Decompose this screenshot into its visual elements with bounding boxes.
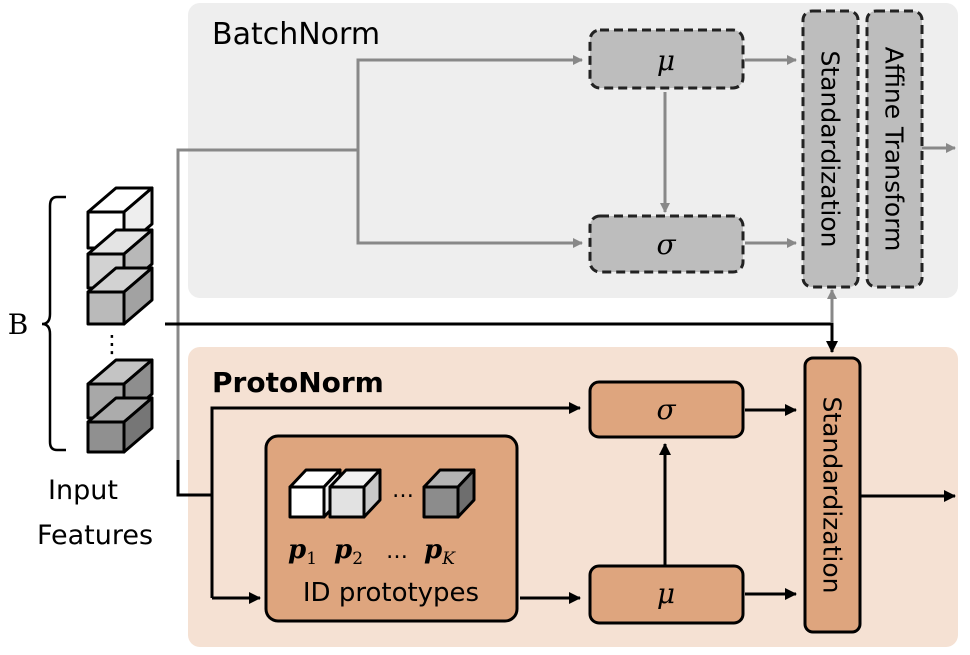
prototype-label-p2: p2 (334, 535, 363, 569)
protonorm-standardization-box (803, 356, 862, 634)
batchnorm-mu-symbol: μ (657, 44, 675, 77)
protonorm-sigma-symbol: σ (656, 393, 676, 426)
batchnorm-mu-box (588, 28, 745, 90)
batch-brace (41, 195, 66, 452)
protonorm-mu-box (588, 564, 745, 625)
batchnorm-connections (176, 55, 956, 465)
batchnorm-sigma-symbol: σ (656, 228, 676, 261)
batchnorm-panel (188, 3, 958, 298)
protonorm-title: ProtoNorm (212, 366, 384, 399)
batchnorm-affine-label: Affine Transform (880, 47, 909, 252)
batchnorm-standardization-box (801, 9, 860, 289)
prototype-cube-2 (328, 468, 382, 519)
batchnorm-sigma-box (588, 214, 745, 274)
batch-size-label: B (8, 308, 29, 341)
input-feature-dots: ⋮ (100, 330, 124, 358)
input-feature-cube-3 (86, 266, 154, 326)
protonorm-sigma-box (588, 380, 745, 439)
batchnorm-standardization-label: Standardization (816, 50, 845, 247)
id-prototypes-label: ID prototypes (303, 578, 479, 608)
prototype-label-ellipsis: … (386, 539, 408, 564)
input-feature-cube-5 (86, 396, 154, 454)
input-label-line2: Features (37, 520, 153, 551)
prototype-cube-k (422, 468, 476, 519)
protonorm-standardization-label: Standardization (818, 396, 847, 593)
batchnorm-affine-box (865, 9, 924, 289)
protonorm-mu-symbol: μ (657, 577, 675, 610)
prototype-label-pk: pK (424, 535, 456, 569)
prototype-ellipsis: … (392, 478, 414, 503)
input-label-line1: Input (48, 475, 118, 506)
prototype-label-p1: p1 (288, 535, 317, 569)
batchnorm-title: BatchNorm (212, 17, 380, 52)
protonorm-connections (165, 322, 956, 604)
